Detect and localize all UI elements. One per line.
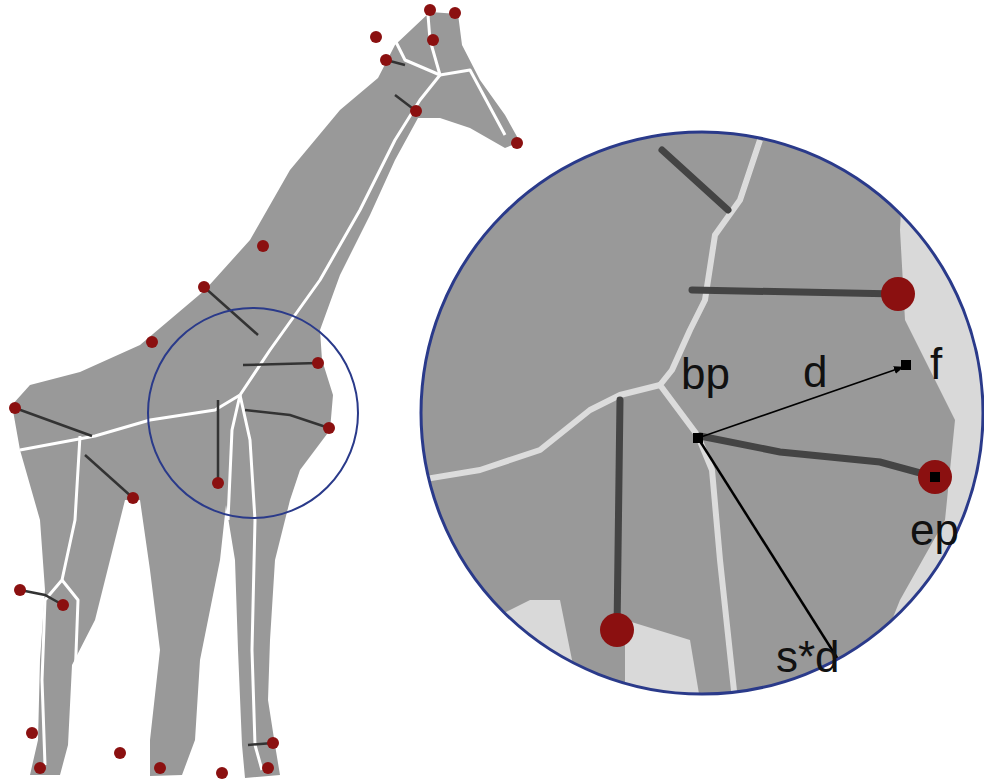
branch-lines [15, 60, 416, 745]
point-f-label: f [930, 342, 942, 386]
end-point-label: ep [910, 508, 959, 552]
branch-point-label: bp [681, 352, 730, 396]
distance-label: d [803, 350, 827, 394]
radius-label: s*d [776, 635, 840, 679]
zoom-marker [148, 308, 358, 518]
zoom-circle [421, 132, 983, 694]
zoom-view [420, 130, 984, 700]
